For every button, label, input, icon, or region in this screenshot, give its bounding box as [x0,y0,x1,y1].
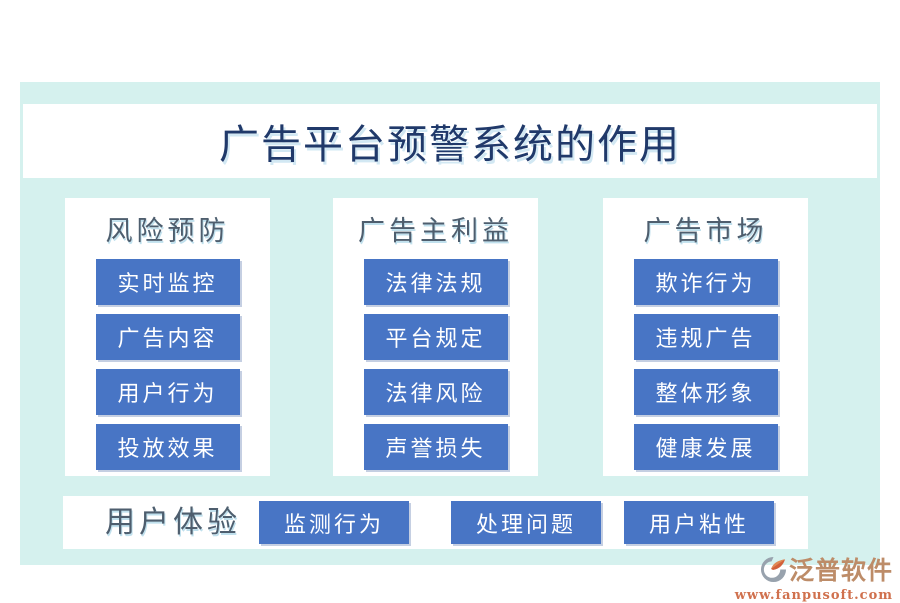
item-button[interactable]: 用户行为 [95,369,240,415]
fanpu-logo-url[interactable]: www.fanpusoft.com [734,588,893,603]
item-button[interactable]: 法律法规 [363,259,508,305]
column-header: 风险预防 [105,216,230,247]
item-button[interactable]: 平台规定 [363,314,508,360]
item-button[interactable]: 欺诈行为 [633,259,778,305]
column-button-group: 欺诈行为 违规广告 整体形象 健康发展 [633,259,778,470]
column-button-group: 法律法规 平台规定 法律风险 声誉损失 [363,259,508,470]
item-button[interactable]: 投放效果 [95,424,240,470]
column-card-ad-market: 广告市场 欺诈行为 违规广告 整体形象 健康发展 [603,198,808,476]
title-banner: 广告平台预警系统的作用 [23,104,877,178]
item-button[interactable]: 监测行为 [259,501,409,544]
item-button[interactable]: 处理问题 [451,501,601,544]
item-button[interactable]: 实时监控 [95,259,240,305]
column-button-group: 实时监控 广告内容 用户行为 投放效果 [95,259,240,470]
diagram-panel: 广告平台预警系统的作用 风险预防 实时监控 广告内容 用户行为 投放效果 广告主… [20,82,880,565]
item-button[interactable]: 健康发展 [633,424,778,470]
column-card-risk-prevention: 风险预防 实时监控 广告内容 用户行为 投放效果 [65,198,270,476]
item-button[interactable]: 违规广告 [633,314,778,360]
item-button[interactable]: 法律风险 [363,369,508,415]
fanpu-logo-name: 泛普软件 [788,556,893,585]
item-button[interactable]: 广告内容 [95,314,240,360]
item-button[interactable]: 用户粘性 [624,501,774,544]
fanpu-logo: 泛普软件 www.fanpusoft.com [735,551,893,603]
fanpu-logo-top: 泛普软件 [760,551,893,587]
bottom-row-header: 用户体验 [105,505,241,540]
page-title: 广告平台预警系统的作用 [219,122,681,168]
item-button[interactable]: 整体形象 [633,369,778,415]
column-header: 广告主利益 [358,216,513,247]
column-header: 广告市场 [643,216,768,247]
fanpu-swoosh-leaf-icon [760,556,787,582]
item-button[interactable]: 声誉损失 [363,424,508,470]
column-card-advertiser-interests: 广告主利益 法律法规 平台规定 法律风险 声誉损失 [333,198,538,476]
bottom-row-card-user-experience: 用户体验 监测行为 处理问题 用户粘性 [63,496,808,549]
